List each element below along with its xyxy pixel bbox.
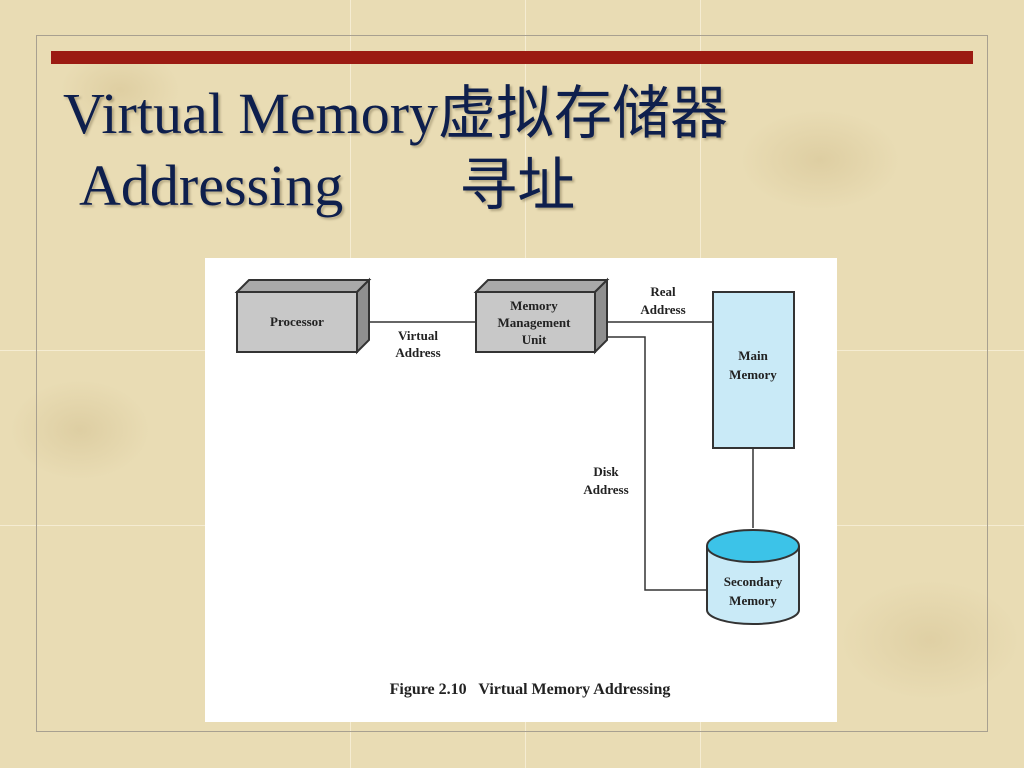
mmu-label-line-2: Management [498, 315, 572, 330]
mmu-box: Memory Management Unit [473, 277, 610, 355]
secondary-memory-cylinder: Secondary Memory [706, 529, 800, 625]
disk-address-label-1: Disk [593, 464, 619, 479]
disk-address-label-2: Address [583, 482, 628, 497]
title-line-2: Addressing 寻址 [79, 153, 576, 218]
title-accent-bar [51, 51, 973, 64]
secondary-memory-body [706, 546, 800, 625]
processor-box-top [234, 279, 372, 293]
mmu-label-line-1: Memory [510, 298, 558, 313]
main-memory-box [712, 291, 795, 449]
title-line-1: Virtual Memory虚拟存储器 [63, 81, 729, 146]
mmu-box-side [594, 277, 608, 355]
secondary-memory-top [706, 529, 800, 563]
main-memory-label-1: Main [738, 348, 768, 363]
mmu-box-top [473, 279, 610, 293]
slide-title: Virtual Memory虚拟存储器 Addressing 寻址 [63, 78, 728, 222]
secondary-memory-label-1: Secondary [724, 574, 783, 589]
real-address-label-1: Real [650, 284, 676, 299]
figure-caption: Figure 2.10 Virtual Memory Addressing [390, 681, 671, 698]
processor-label: Processor [270, 314, 324, 329]
mmu-label-line-3: Unit [522, 332, 547, 347]
processor-box-side [356, 277, 370, 355]
slide-frame [36, 35, 988, 732]
virtual-address-label-1: Virtual [398, 328, 438, 343]
disk-address-line [607, 336, 707, 591]
processor-box-front [236, 291, 358, 353]
mmu-box-front [475, 291, 596, 353]
processor-box: Processor [234, 277, 372, 355]
figure-panel: Processor Memory Management Unit Virtual… [205, 258, 837, 722]
virtual-memory-diagram: Processor Memory Management Unit Virtual… [234, 277, 800, 698]
main-memory-label-2: Memory [729, 367, 777, 382]
virtual-address-label-2: Address [395, 345, 440, 360]
real-address-label-2: Address [640, 302, 685, 317]
secondary-memory-label-2: Memory [729, 593, 777, 608]
